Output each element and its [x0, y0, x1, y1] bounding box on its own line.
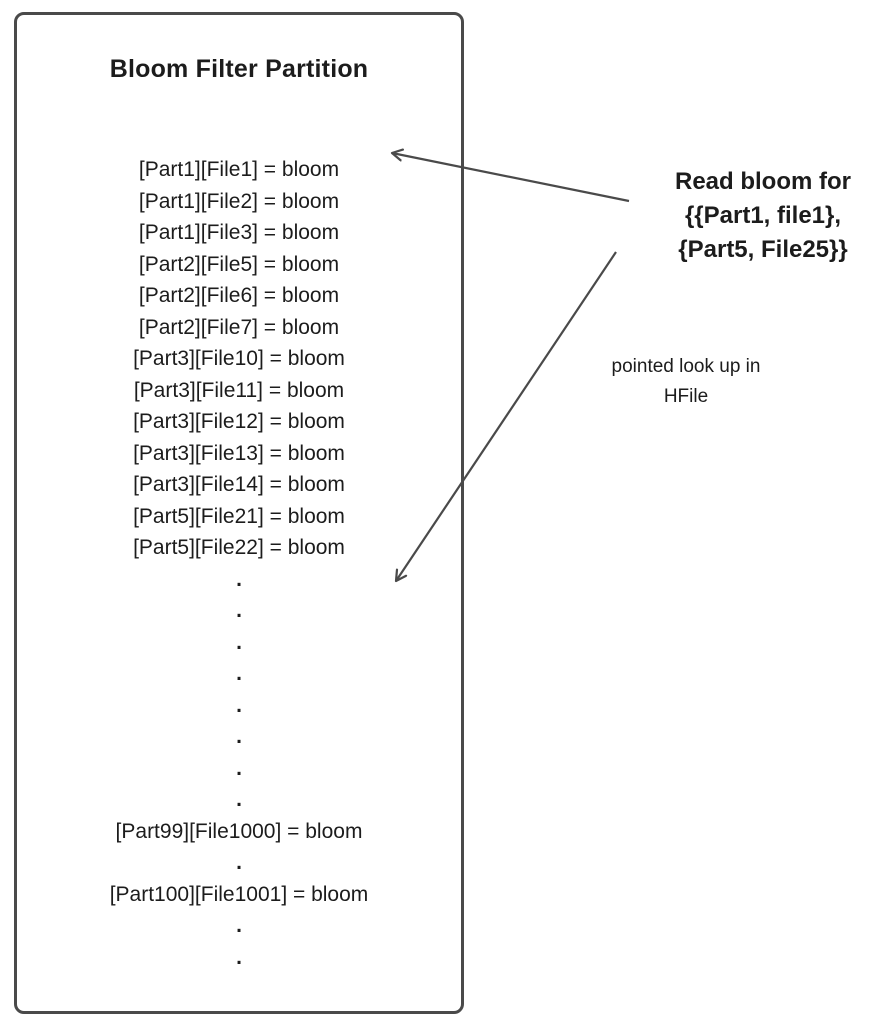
bloom-entry: [Part2][File5] = bloom [138, 252, 340, 276]
bloom-entry-list: [Part1][File1] = bloom [Part1][File2] = b… [17, 154, 461, 973]
read-bloom-line: {Part5, File25}} [678, 236, 848, 263]
read-bloom-line: {{Part1, file1}, [684, 202, 842, 229]
bloom-entry: [Part3][File13] = bloom [133, 441, 345, 465]
bloom-entry: [Part5][File22] = bloom [133, 536, 345, 559]
ellipsis-dot: . [236, 725, 242, 748]
bloom-entry: [Part2][File7] = bloom [138, 315, 340, 339]
ellipsis-dot: . [236, 756, 242, 780]
bloom-filter-partition-box: Bloom Filter Partition [Part1][File1] = … [14, 12, 464, 1014]
ellipsis-dot: . [236, 693, 242, 717]
bloom-entry: [Part3][File11] = bloom [133, 378, 345, 402]
pointed-lookup-annotation: pointed look up in HFile [570, 352, 802, 412]
pointed-lookup-line: HFile [663, 386, 709, 407]
bloom-entry: [Part3][File12] = bloom [133, 410, 345, 433]
read-bloom-annotation: Read bloom for {{Part1, file1}, {Part5, … [628, 165, 884, 267]
bloom-entry: [Part1][File3] = bloom [138, 221, 340, 244]
partition-box-title: Bloom Filter Partition [109, 55, 369, 83]
ellipsis-dot: . [236, 567, 242, 591]
ellipsis-dot: . [236, 630, 242, 654]
bloom-entry: [Part5][File21] = bloom [133, 504, 345, 528]
pointed-lookup-line: pointed look up in [611, 356, 761, 377]
ellipsis-dot: . [236, 914, 242, 937]
bloom-entry: [Part100][File1001] = bloom [109, 882, 369, 906]
ellipsis-dot: . [236, 599, 242, 622]
ellipsis-dot: . [236, 945, 242, 969]
ellipsis-dot: . [236, 851, 242, 874]
bloom-entry: [Part1][File1] = bloom [138, 158, 340, 181]
bloom-entry: [Part99][File1000] = bloom [115, 819, 363, 843]
read-bloom-line: Read bloom for [674, 168, 851, 195]
ellipsis-dot: . [236, 788, 242, 811]
bloom-entry: [Part1][File2] = bloom [138, 189, 340, 213]
bloom-entry: [Part2][File6] = bloom [138, 284, 340, 307]
bloom-entry: [Part3][File14] = bloom [133, 473, 345, 496]
bloom-entry: [Part3][File10] = bloom [133, 347, 345, 370]
ellipsis-dot: . [236, 662, 242, 685]
